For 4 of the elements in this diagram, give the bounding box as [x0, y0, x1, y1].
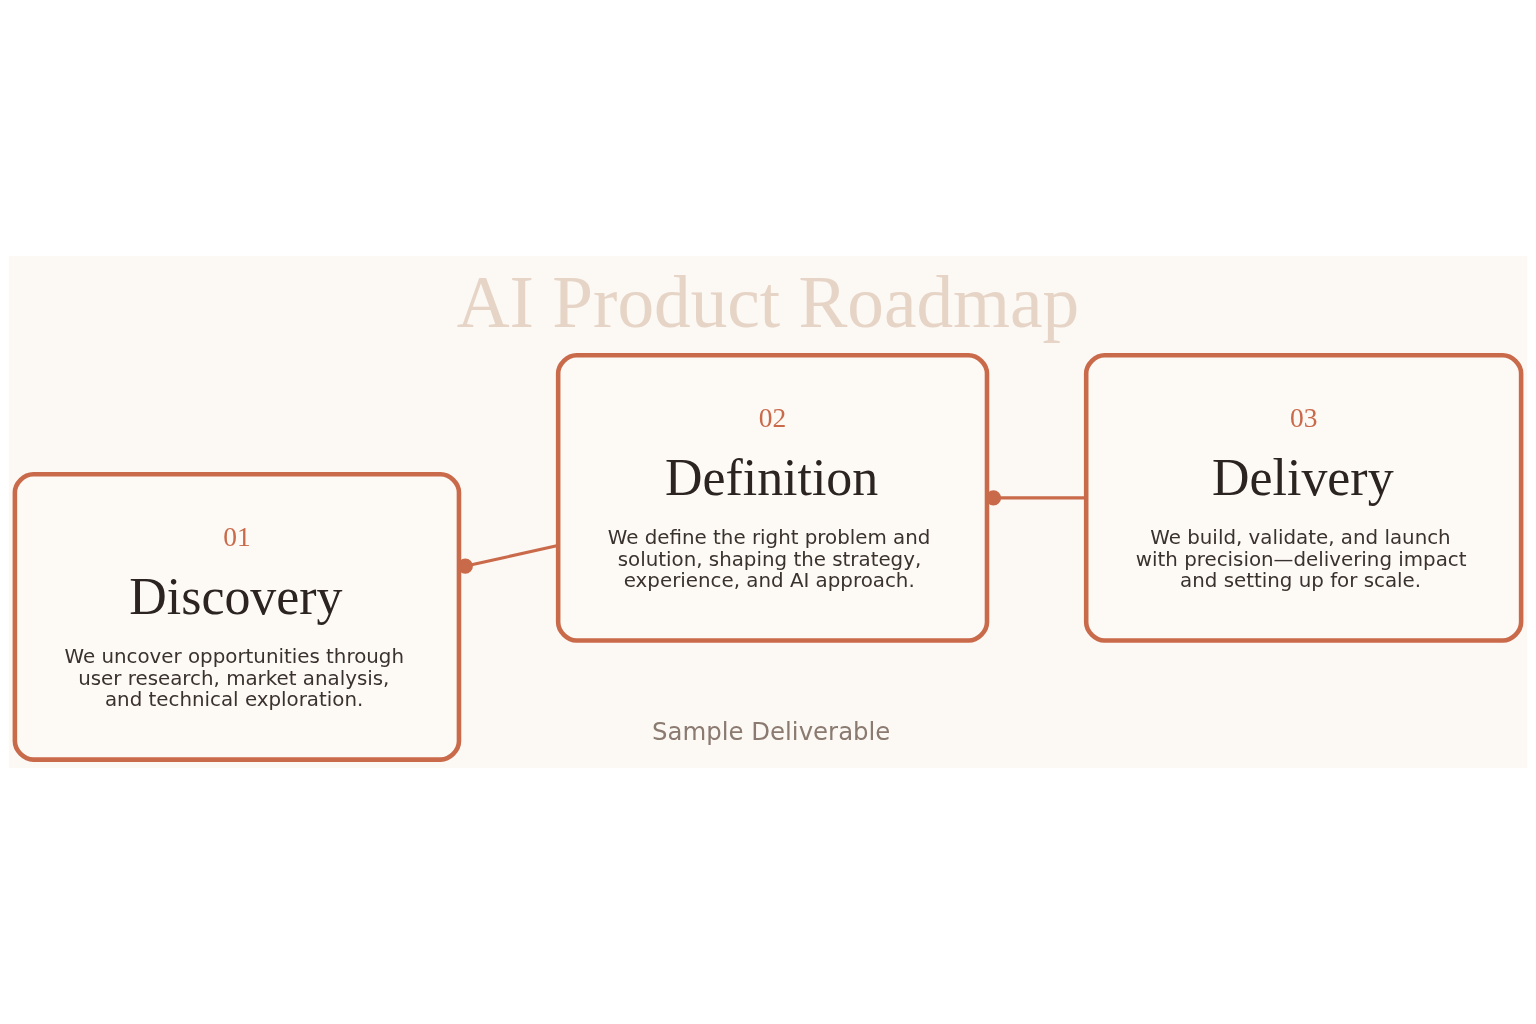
node-box: 03 Delivery We build, validate, and launch with precision—delivering impact and setting up for scale. [1083, 352, 1524, 643]
node-box: 01 Discovery We uncover opportunities through user research, market analysis, and technical exploration. [12, 471, 462, 762]
node-box: 02 Definition We define the right problem and solution, shaping the strategy, experience, and AI approach. [555, 352, 990, 643]
label: Sample Deliverable [652, 717, 891, 747]
